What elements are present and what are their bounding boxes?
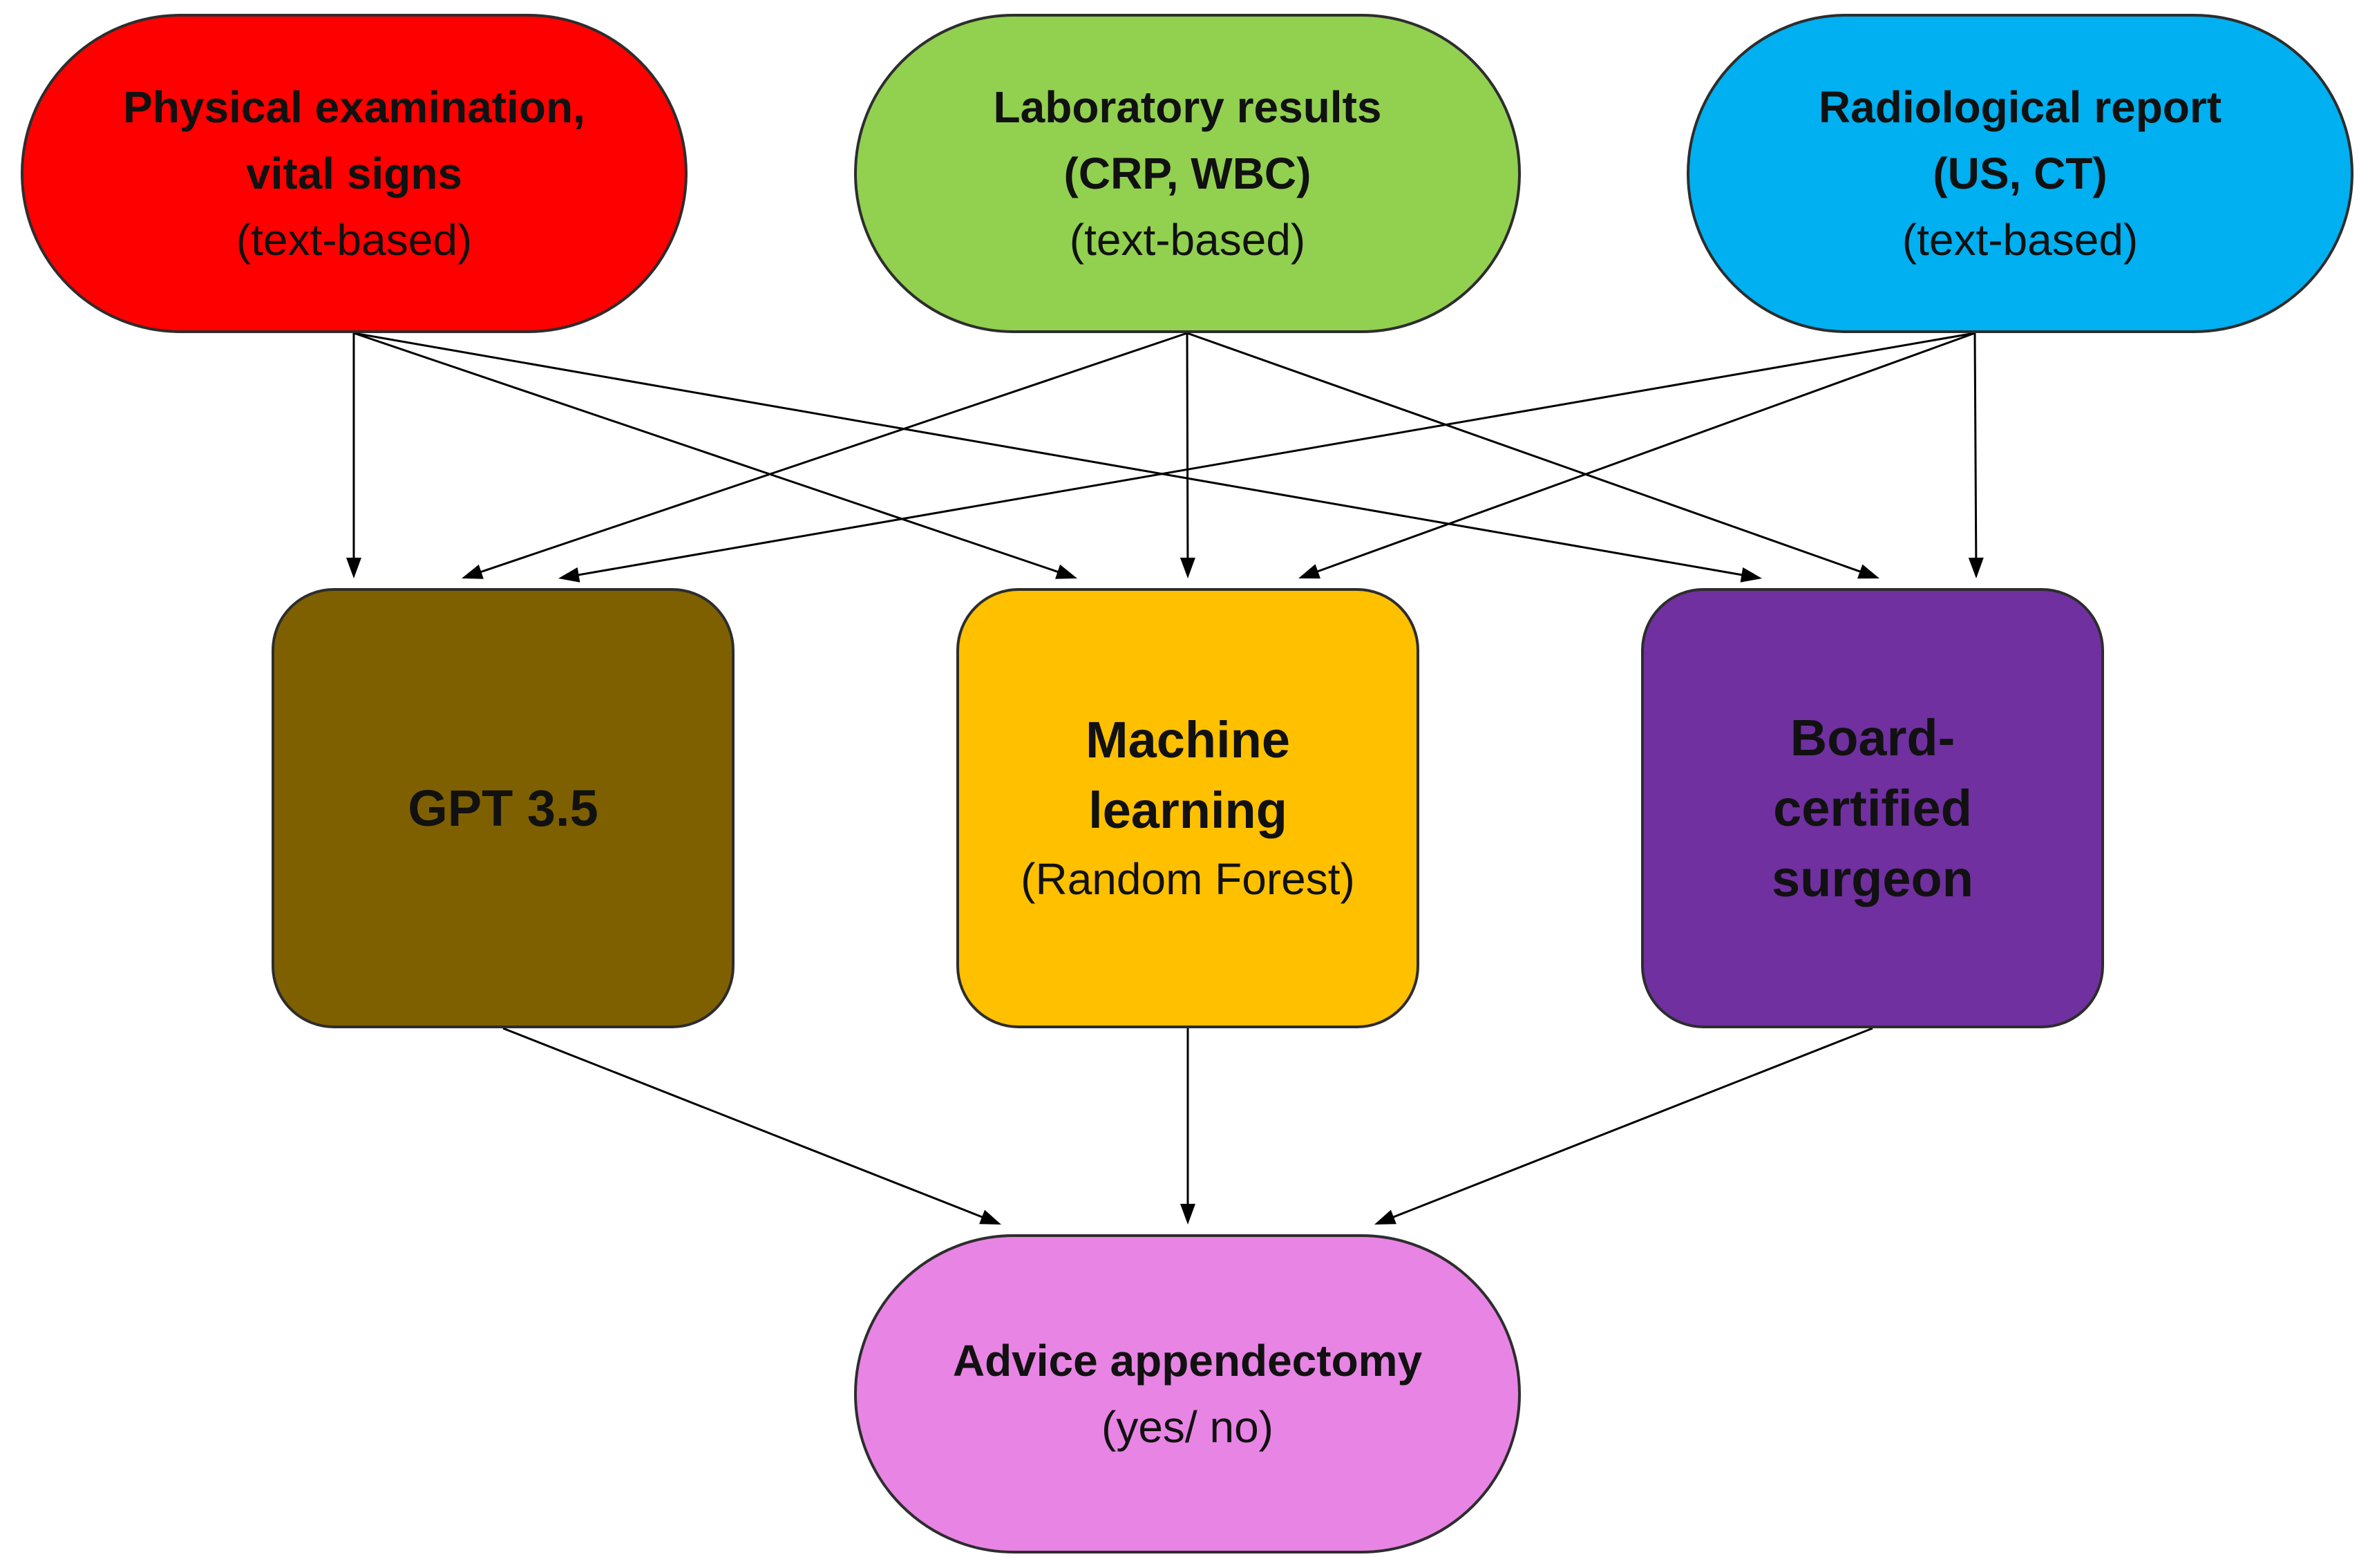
gpt-node: GPT 3.5 xyxy=(272,588,735,1028)
laboratory-results-node: Laboratory results (CRP, WBC) (text-base… xyxy=(854,14,1521,333)
edge-line xyxy=(353,332,1745,577)
physical-examination-node: Physical examination, vital signs (text-… xyxy=(21,14,688,333)
surgeon-title-line-3: surgeon xyxy=(1772,849,1973,907)
laboratory-subtitle: (text-based) xyxy=(1069,215,1306,265)
edge-physical-to-gpt xyxy=(346,333,361,578)
arrowhead-icon xyxy=(1968,557,1984,578)
edge-laboratory-to-ml xyxy=(1180,332,1195,578)
laboratory-title-line-1: Laboratory results xyxy=(993,82,1382,132)
arrowhead-icon xyxy=(558,567,580,583)
radiological-report-node: Radiological report (US, CT) (text-based… xyxy=(1687,14,2353,333)
ml-title-line-2: learning xyxy=(1088,781,1287,839)
edge-line xyxy=(1973,332,1978,561)
arrowhead-icon xyxy=(1857,564,1879,579)
edge-laboratory-to-surgeon xyxy=(1186,332,1879,579)
arrowhead-icon xyxy=(1055,564,1077,579)
surgeon-title-line-1: Board- xyxy=(1790,708,1955,766)
edge-gpt-to-advice xyxy=(502,1027,1001,1225)
radiological-subtitle: (text-based) xyxy=(1902,215,2139,265)
edge-line xyxy=(502,1027,985,1219)
radiological-title-line-1: Radiological report xyxy=(1818,82,2222,132)
edge-line xyxy=(1186,332,1863,574)
physical-subtitle: (text-based) xyxy=(236,215,473,265)
edge-line xyxy=(576,332,1976,577)
arrowhead-icon xyxy=(346,558,361,578)
arrowhead-icon xyxy=(462,565,484,579)
edge-radiological-to-gpt xyxy=(558,332,1976,583)
laboratory-title-line-2: (CRP, WBC) xyxy=(1063,149,1311,198)
ml-subtitle: (Random Forest) xyxy=(1021,853,1355,904)
machine-learning-node: Machine learning (Random Forest) xyxy=(956,588,1419,1028)
edge-physical-to-surgeon xyxy=(353,332,1762,583)
ml-title-line-1: Machine xyxy=(1085,710,1291,768)
edge-line xyxy=(478,332,1188,574)
advice-title: Advice appendectomy xyxy=(952,1336,1423,1386)
advice-subtitle: (yes/ no) xyxy=(1101,1402,1273,1452)
edge-surgeon-to-advice xyxy=(1374,1027,1873,1225)
edge-line xyxy=(353,332,1061,574)
physical-title-line-1: Physical examination, xyxy=(123,82,585,132)
edge-line xyxy=(1186,332,1189,561)
edge-line xyxy=(1390,1027,1873,1219)
arrowhead-icon xyxy=(1298,564,1320,579)
surgeon-node: Board- certified surgeon xyxy=(1641,588,2104,1028)
edge-laboratory-to-gpt xyxy=(462,332,1188,579)
surgeon-title-line-2: certified xyxy=(1773,779,1972,837)
gpt-title: GPT 3.5 xyxy=(408,779,598,837)
arrowhead-icon xyxy=(979,1209,1001,1225)
advice-appendectomy-node: Advice appendectomy (yes/ no) xyxy=(854,1234,1521,1553)
arrowhead-icon xyxy=(1180,558,1195,578)
arrowhead-icon xyxy=(1740,567,1762,583)
arrowhead-icon xyxy=(1374,1209,1396,1225)
radiological-title-line-2: (US, CT) xyxy=(1933,149,2107,198)
edge-radiological-to-surgeon xyxy=(1968,332,1984,578)
edge-ml-to-advice xyxy=(1180,1028,1195,1225)
physical-title-line-2: vital signs xyxy=(246,149,462,198)
edge-radiological-to-ml xyxy=(1298,332,1976,579)
edge-line xyxy=(1314,332,1976,574)
arrowhead-icon xyxy=(1180,1204,1195,1225)
edge-physical-to-ml xyxy=(353,332,1077,579)
